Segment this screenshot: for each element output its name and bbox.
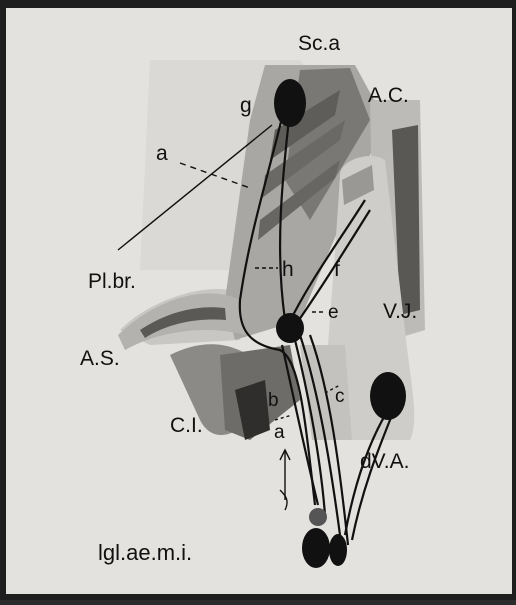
- label-a-top: a: [156, 142, 168, 165]
- label-c: c: [335, 386, 345, 407]
- label-g: g: [240, 94, 252, 117]
- label-lgl: lgl.ae.m.i.: [98, 540, 192, 565]
- label-a-bottom: a: [274, 422, 285, 443]
- label-b: b: [268, 390, 279, 411]
- ganglion-lgl-1: [302, 528, 330, 568]
- ganglion-g: [274, 79, 306, 127]
- label-e: e: [328, 302, 339, 323]
- label-h: h: [282, 258, 294, 281]
- label-plbr: Pl.br.: [88, 270, 136, 293]
- label-f: f: [334, 258, 340, 281]
- ganglion-dva: [370, 372, 406, 420]
- ganglion-e: [276, 313, 304, 343]
- ganglion-lgl-2: [329, 534, 347, 566]
- label-ac: A.C.: [368, 84, 409, 107]
- label-sca: Sc.a: [298, 32, 340, 55]
- label-as: A.S.: [80, 347, 120, 370]
- label-vj: V.J.: [383, 300, 417, 323]
- label-ci: C.I.: [170, 414, 203, 437]
- label-dva: dV.A.: [360, 450, 409, 473]
